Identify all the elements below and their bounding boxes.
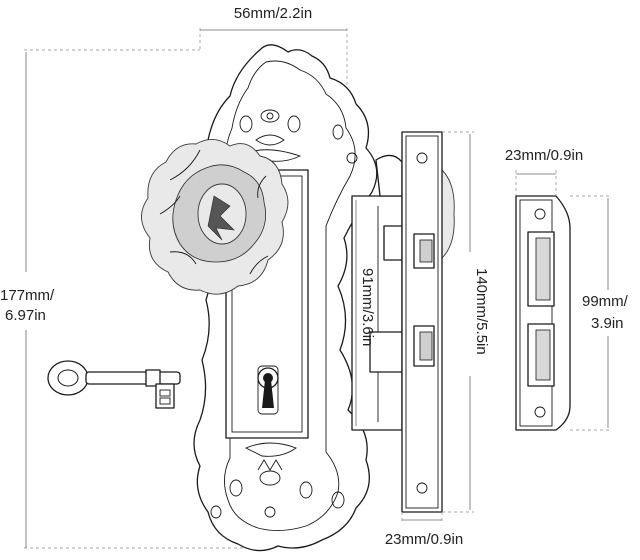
strike-width-label: 23mm/0.9in — [505, 147, 583, 164]
lock-height-label: 140mm/5.5in — [473, 268, 490, 355]
keyhole-icon — [257, 365, 279, 415]
mortise-lock-body — [351, 154, 455, 431]
strike-height-dimension: 99mm/ 3.9in — [570, 195, 629, 431]
lock-height-dimension: 140mm/5.5in — [442, 131, 490, 513]
plate-height-dimension: 177mm/ 6.97in — [0, 49, 250, 549]
lock-face-plate — [401, 131, 443, 513]
plate-width-dimension: 56mm/2.2in — [199, 5, 348, 100]
lock-width-label: 23mm/0.9in — [385, 531, 463, 548]
strike-width-dimension: 23mm/0.9in — [505, 147, 583, 196]
plate-width-label: 56mm/2.2in — [234, 5, 312, 22]
skeleton-key-icon — [47, 360, 181, 409]
strike-height-in-label: 3.9in — [591, 315, 624, 332]
strike-height-mm-label: 99mm/ — [582, 293, 629, 310]
lock-width-dimension: 23mm/0.9in — [385, 512, 463, 548]
ornate-back-plate — [193, 44, 378, 552]
strike-plate — [515, 195, 571, 431]
plate-height-mm-label: 177mm/ — [0, 287, 55, 304]
backset-label: 91mm/3.6in — [359, 268, 376, 346]
plate-height-in-label: 6.97in — [5, 307, 46, 324]
glass-knob-icon — [141, 139, 289, 295]
backset-dimension: 91mm/3.6in — [355, 200, 376, 426]
